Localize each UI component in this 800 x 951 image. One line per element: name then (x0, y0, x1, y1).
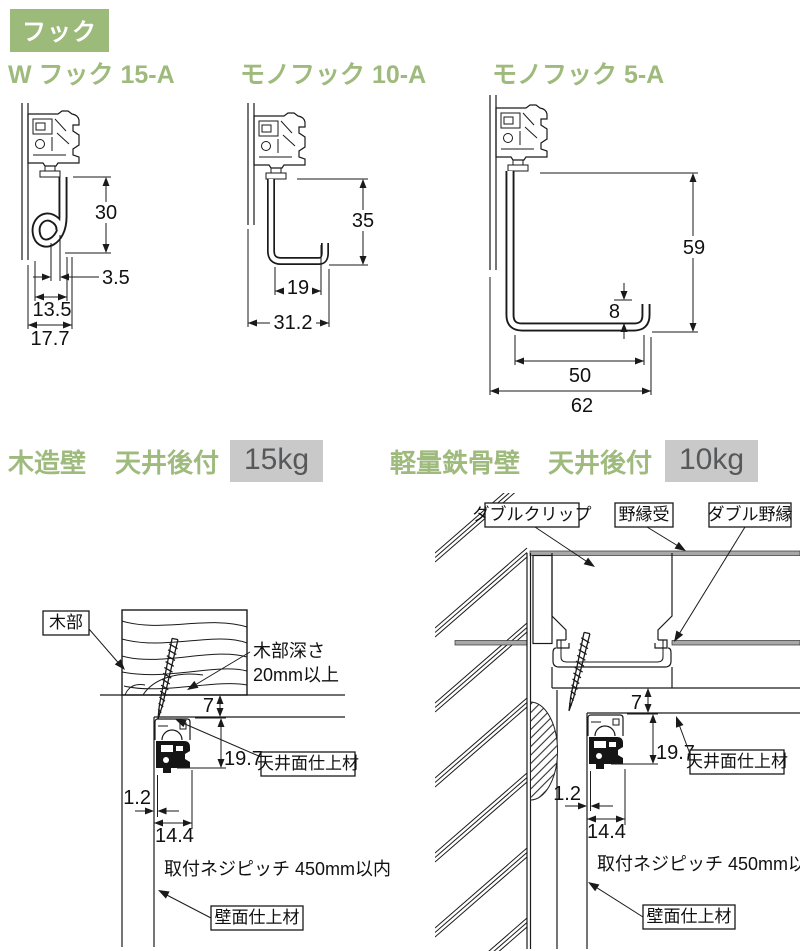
note-wood-depth: 木部深さ 20mm以上 (187, 641, 339, 690)
note-screw-pitch: 取付ネジピッチ 450mm以内 (164, 859, 391, 879)
dim-gap: 3.5 (33, 235, 130, 289)
label-double-stud: ダブル野縁 (674, 502, 793, 642)
svg-text:野縁受: 野縁受 (619, 505, 670, 524)
install-diagram-steel: ダブルクリップ 野縁受 ダブル野縁 7 1 (435, 493, 800, 951)
capacity-badge-15kg: 15kg (230, 440, 324, 482)
label-double-clip: ダブルクリップ (473, 502, 595, 567)
svg-text:14.4: 14.4 (155, 825, 194, 847)
wood-block (121, 609, 248, 696)
hook-title-mono10a: モノフック 10-A (240, 61, 427, 89)
section-title-steel-wall: 軽量鉄骨壁 (390, 448, 521, 478)
rail-profile (27, 110, 80, 178)
channel-bar (529, 550, 800, 556)
svg-text:35: 35 (352, 210, 374, 232)
svg-text:木部深さ: 木部深さ (253, 641, 325, 661)
category-badge: フック (10, 9, 109, 52)
svg-text:8: 8 (609, 301, 620, 323)
svg-text:50: 50 (569, 365, 591, 387)
svg-text:13.5: 13.5 (33, 299, 72, 321)
stud-flange-left (454, 640, 528, 646)
wall-plug (530, 701, 558, 801)
rail-cross-section (589, 737, 623, 769)
hook-diagram-mono5a: 59 8 50 62 (489, 95, 710, 417)
dim-gap: 1.2 (123, 775, 179, 817)
label-channel: 野縁受 (614, 502, 686, 551)
rail-cross-section (156, 741, 190, 773)
svg-text:20mm以上: 20mm以上 (253, 665, 339, 685)
dim-height: 59 (540, 172, 710, 333)
hook-diagram-mono10a: 35 19 31.2 (247, 103, 378, 334)
dim-gap: 1.2 (553, 771, 613, 811)
ceiling-bracket (587, 714, 624, 737)
svg-text:19: 19 (287, 277, 309, 299)
dim-total-width: 17.7 (27, 257, 73, 350)
label-wall-finish: 壁面仕上材 (158, 890, 304, 931)
svg-text:59: 59 (683, 237, 705, 259)
svg-text:62: 62 (571, 395, 593, 417)
svg-text:天井面仕上材: 天井面仕上材 (257, 754, 359, 773)
svg-text:3.5: 3.5 (102, 267, 130, 289)
svg-text:ダブルクリップ: ダブルクリップ (473, 504, 592, 524)
svg-text:19.7: 19.7 (656, 742, 695, 764)
dim-height: 30 (65, 176, 120, 254)
hook-shape (505, 171, 651, 332)
svg-text:壁面仕上材: 壁面仕上材 (647, 907, 732, 926)
svg-text:ダブル野縁: ダブル野縁 (708, 504, 793, 524)
hook-title-mono5a: モノフック 5-A (492, 61, 665, 89)
svg-text:7: 7 (631, 692, 642, 714)
svg-text:1.2: 1.2 (123, 787, 151, 809)
svg-text:31.2: 31.2 (274, 312, 313, 334)
install-diagram-wood: 木部 木部深さ 20mm以上 7 19.7 天井面仕 (42, 609, 391, 947)
dim-rail-height: 19.7 (611, 713, 695, 765)
capacity-badge-10kg: 10kg (665, 440, 759, 482)
dim-total-width: 62 (489, 277, 652, 417)
dim-lip: 8 (609, 283, 632, 339)
section-title-wood-mount: 天井後付 (115, 448, 220, 478)
label-ceiling-finish: 天井面仕上材 (676, 716, 788, 775)
wall-strip (489, 95, 497, 270)
svg-text:30: 30 (95, 202, 117, 224)
hook-shape (31, 177, 68, 248)
label-wall-finish: 壁面仕上材 (588, 882, 736, 930)
wall-hatch-lines (435, 493, 528, 951)
dim-rail-width: 14.4 (587, 769, 626, 843)
stud-flange-right (671, 640, 800, 646)
ceiling-lines (100, 694, 345, 947)
dim-inner-width: 13.5 (33, 257, 72, 321)
section-title-wood-wall: 木造壁 (8, 448, 87, 478)
svg-text:14.4: 14.4 (587, 821, 626, 843)
wall-strip (247, 103, 255, 225)
svg-text:天井面仕上材: 天井面仕上材 (686, 752, 788, 771)
label-wood: 木部 (42, 610, 125, 670)
dim-inner-width: 50 (514, 335, 645, 387)
svg-text:木部: 木部 (49, 613, 83, 632)
dim-inner-width: 19 (274, 245, 322, 299)
label-ceiling-finish: 天井面仕上材 (175, 719, 359, 777)
dim-offset: 7 (203, 695, 224, 717)
section-title-steel-mount: 天井後付 (548, 448, 653, 478)
screw (568, 631, 591, 712)
double-clip (551, 553, 673, 688)
svg-text:7: 7 (203, 695, 214, 717)
dim-rail-width: 14.4 (154, 770, 194, 847)
hook-title-w15a: W フック 15-A (8, 61, 175, 89)
svg-text:1.2: 1.2 (553, 783, 581, 805)
wall-strip (21, 103, 29, 260)
hook-diagram-w15a: 30 3.5 13.5 17.7 (21, 103, 130, 350)
rail-profile (495, 104, 548, 172)
svg-text:壁面仕上材: 壁面仕上材 (215, 908, 300, 927)
screw (157, 637, 179, 720)
dim-height: 35 (297, 178, 378, 266)
dim-offset: 7 (631, 688, 652, 714)
dim-total-width: 31.2 (247, 229, 330, 334)
svg-text:17.7: 17.7 (31, 328, 70, 350)
note-screw-pitch: 取付ネジピッチ 450mm以内 (597, 854, 800, 874)
hook-shape (267, 179, 329, 265)
rail-profile (253, 112, 306, 180)
hanger-bar (532, 554, 553, 645)
